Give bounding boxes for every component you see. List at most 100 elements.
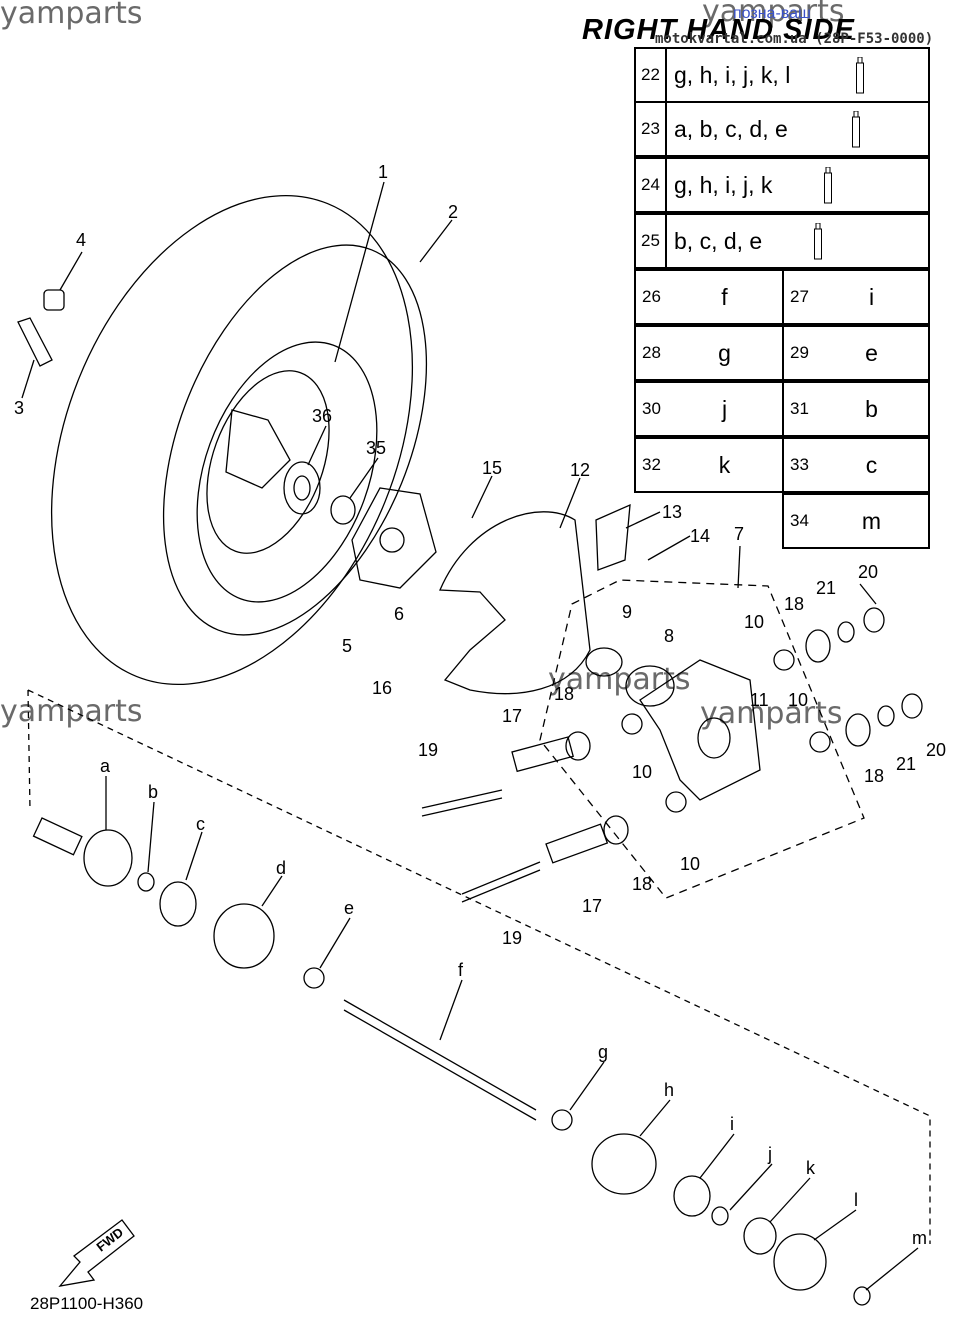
ref-part: k <box>718 451 731 478</box>
callout-21b: 21 <box>896 754 916 774</box>
callout-16: 16 <box>372 678 392 698</box>
nut-20-a <box>863 607 885 633</box>
kit-parts: g, h, i, j, k, l <box>674 61 791 88</box>
callout-10c: 10 <box>632 762 652 782</box>
callout-18d: 18 <box>632 874 652 894</box>
watermark-center: yamparts <box>548 662 691 697</box>
callout-4: 4 <box>76 230 86 250</box>
kit-row-24: 24 g, h, i, j, k <box>634 157 930 213</box>
callout-c: c <box>196 814 205 834</box>
watermark-right: yamparts <box>700 696 843 731</box>
callout-21a: 21 <box>816 578 836 598</box>
callout-h: h <box>664 1080 674 1100</box>
band-i <box>673 1175 711 1217</box>
fwd-arrow <box>58 1219 135 1287</box>
kit-parts: g, h, i, j, k <box>674 171 773 198</box>
callout-19b: 19 <box>502 928 522 948</box>
rim-inner <box>206 370 330 554</box>
collar-17-upper <box>511 736 574 773</box>
callout-17b: 17 <box>582 896 602 916</box>
grease-tube-icon <box>814 223 822 260</box>
ref-part: g <box>718 339 731 366</box>
ref-number: 27 <box>790 287 809 306</box>
callout-17a: 17 <box>502 706 522 726</box>
callout-m: m <box>912 1228 927 1248</box>
grease-tube-icon <box>824 167 832 204</box>
cv-joint-l <box>773 1233 827 1291</box>
callout-18b: 18 <box>554 684 574 704</box>
callout-7: 7 <box>734 524 744 544</box>
legend-cell-33: 33 c <box>782 437 930 493</box>
ref-part: f <box>721 283 728 310</box>
legend-cell-30: 30 j <box>634 381 784 437</box>
valve-stem <box>17 317 53 367</box>
kit-row-22: 22 g, h, i, j, k, l <box>634 47 930 103</box>
rim-outer <box>196 341 378 603</box>
ref-number: 34 <box>790 511 809 530</box>
callout-10a: 10 <box>744 612 764 632</box>
document-id: 28P1100-H360 <box>30 1294 144 1313</box>
callout-i: i <box>730 1114 734 1134</box>
site-caption: motokvartal.com.ua (28P-F53-0000) <box>655 31 934 47</box>
axle-shaft-f <box>343 999 537 1111</box>
knuckle-group-7 <box>539 579 865 899</box>
legend-cell-32: 32 k <box>634 437 784 493</box>
callout-b: b <box>148 782 158 802</box>
ref-part: b <box>865 395 878 422</box>
language-link[interactable]: позна-ваш <box>733 5 811 22</box>
kit-number: 24 <box>636 159 667 211</box>
ref-number: 32 <box>642 455 661 474</box>
callout-5: 5 <box>342 636 352 656</box>
band-e <box>303 967 325 989</box>
tire-inner <box>162 244 428 636</box>
grease-tube-icon <box>856 57 864 94</box>
callout-20b: 20 <box>926 740 946 760</box>
bolt-19-lower <box>461 861 541 895</box>
bracket-13 <box>595 503 631 571</box>
callout-19a: 19 <box>418 740 438 760</box>
ref-part: e <box>865 339 878 366</box>
wheel-hub <box>351 487 437 589</box>
callout-18c: 18 <box>864 766 884 786</box>
callout-f: f <box>458 960 464 980</box>
callout-11: 11 <box>750 690 769 710</box>
bushing-10-c <box>665 791 687 813</box>
cv-joint-a <box>83 829 133 887</box>
seal-18-a <box>805 629 831 663</box>
drive-shaft-group <box>27 689 931 1244</box>
bearing-8 <box>625 665 675 707</box>
ref-number: 33 <box>790 455 809 474</box>
collar-17-lower <box>545 823 609 864</box>
callout-e: e <box>344 898 354 918</box>
watermark-left: yamparts <box>0 694 143 729</box>
kit-parts: b, c, d, e <box>674 227 763 254</box>
callout-18a: 18 <box>784 594 804 614</box>
steering-knuckle <box>639 659 761 801</box>
valve-cap <box>43 289 65 311</box>
callout-20a: 20 <box>858 562 878 582</box>
circlip-b <box>137 872 155 892</box>
legend-cell-29: 29 e <box>782 325 930 381</box>
kit-number: 22 <box>636 49 667 101</box>
ref-part: j <box>721 395 728 422</box>
legend-cell-31: 31 b <box>782 381 930 437</box>
bushing-10-d <box>809 731 831 753</box>
nut-20-b <box>901 693 923 719</box>
legend-cell-28: 28 g <box>634 325 784 381</box>
kit-row-25: 25 b, c, d, e <box>634 213 930 269</box>
ref-number: 29 <box>790 343 809 362</box>
brake-disc-12 <box>439 511 591 695</box>
callout-10b: 10 <box>788 690 808 710</box>
circlip-m <box>853 1286 871 1306</box>
ref-part: i <box>868 283 875 310</box>
ref-part: c <box>865 451 878 478</box>
kit-number: 25 <box>636 215 667 267</box>
seal-18-b <box>845 713 871 747</box>
callout-8: 8 <box>664 626 674 646</box>
callout-d: d <box>276 858 286 878</box>
callout-35: 35 <box>366 438 386 458</box>
callout-k: k <box>806 1158 816 1178</box>
collar-35 <box>330 495 356 525</box>
bearing-36 <box>283 461 321 515</box>
